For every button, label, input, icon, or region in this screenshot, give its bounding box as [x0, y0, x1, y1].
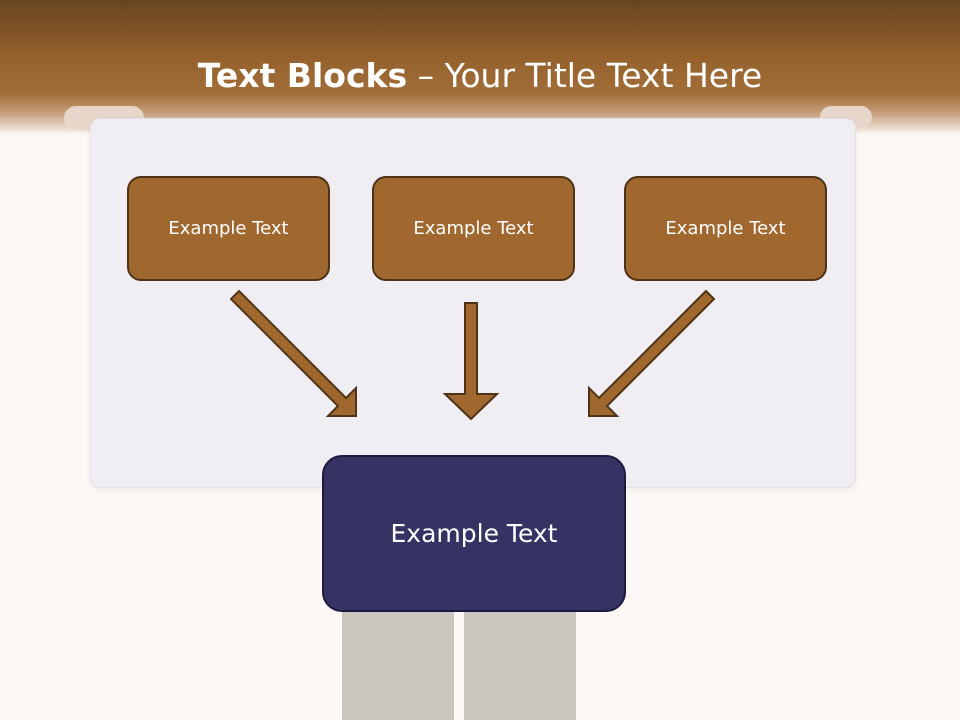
text-block-right-label: Example Text	[665, 218, 786, 239]
text-block-left-label: Example Text	[168, 218, 289, 239]
text-block-center-label: Example Text	[413, 218, 534, 239]
text-block-right[interactable]: Example Text	[624, 176, 827, 281]
title-dash: –	[407, 56, 445, 95]
text-block-left[interactable]: Example Text	[127, 176, 330, 281]
target-block-label: Example Text	[390, 519, 558, 548]
left-leg	[342, 606, 454, 720]
text-block-center[interactable]: Example Text	[372, 176, 575, 281]
header-band	[0, 0, 960, 135]
arrow-center	[442, 302, 500, 421]
arrow-left	[229, 289, 357, 417]
right-leg	[464, 606, 576, 720]
arrow-right	[588, 289, 716, 417]
target-block[interactable]: Example Text	[322, 455, 626, 612]
slide-title[interactable]: Text Blocks – Your Title Text Here	[0, 55, 960, 97]
title-rest: Your Title Text Here	[444, 56, 763, 95]
title-bold: Text Blocks	[197, 56, 408, 95]
